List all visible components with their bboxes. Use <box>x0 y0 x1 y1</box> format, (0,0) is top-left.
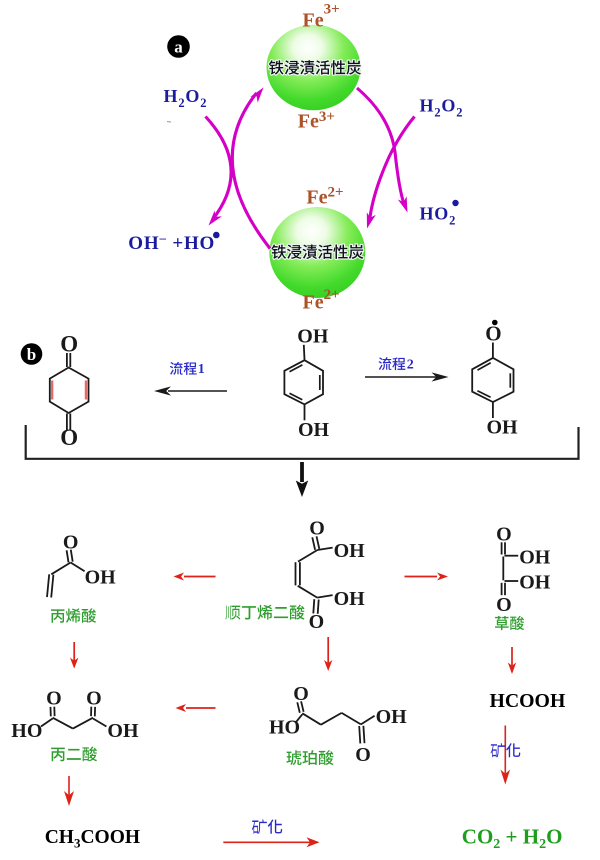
svg-text:2: 2 <box>407 358 414 373</box>
svg-text:O: O <box>46 688 62 710</box>
svg-text:O: O <box>355 744 371 766</box>
svg-text:CO2 + H2O: CO2 + H2O <box>462 825 563 853</box>
svg-text:OH: OH <box>107 720 139 742</box>
svg-text:OH: OH <box>334 540 366 562</box>
svg-text:O: O <box>496 594 512 616</box>
svg-text:O: O <box>60 425 78 450</box>
svg-text:OH: OH <box>519 546 551 568</box>
svg-text:OH: OH <box>487 416 519 438</box>
svg-text:OH: OH <box>85 567 117 589</box>
svg-text:OH: OH <box>519 571 551 593</box>
svg-text:HO: HO <box>11 720 42 742</box>
svg-text:OH: OH <box>376 706 408 728</box>
svg-text:OH: OH <box>334 588 366 610</box>
svg-text:O: O <box>485 321 501 345</box>
svg-text:O: O <box>496 523 512 545</box>
svg-text:1: 1 <box>198 362 205 377</box>
svg-text:CH3COOH: CH3COOH <box>45 827 140 851</box>
svg-text:OH: OH <box>297 326 329 348</box>
svg-text:O: O <box>309 611 325 633</box>
svg-text:O: O <box>63 531 79 553</box>
svg-text:O: O <box>60 332 78 357</box>
svg-text:OH: OH <box>298 419 330 441</box>
svg-text:a: a <box>174 38 183 57</box>
svg-text:b: b <box>27 345 36 364</box>
svg-text:O: O <box>293 683 309 705</box>
svg-text:H2O2: H2O2 <box>420 96 464 120</box>
svg-text:HO: HO <box>269 717 300 739</box>
svg-text:HCOOH: HCOOH <box>490 690 566 712</box>
svg-text:O: O <box>309 518 325 540</box>
svg-text:OH– +HO: OH– +HO <box>128 230 215 254</box>
svg-text:O: O <box>86 688 102 710</box>
